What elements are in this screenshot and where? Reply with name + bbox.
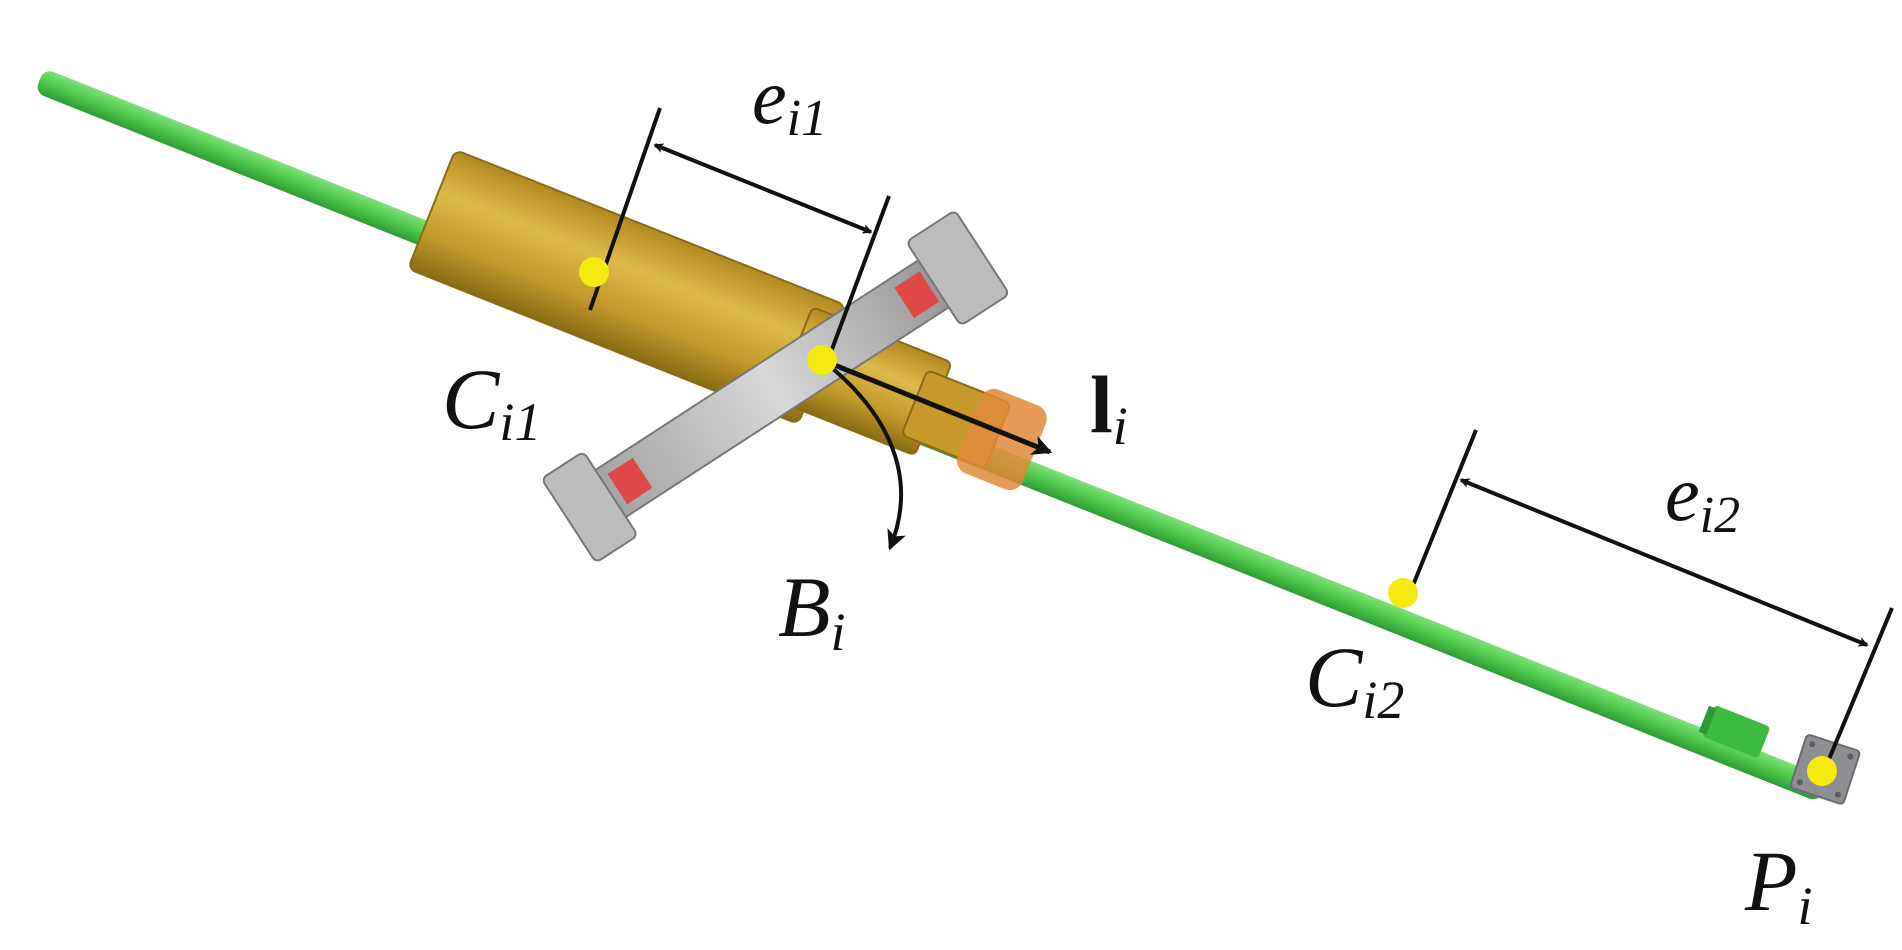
- label-e2: ei2: [1665, 450, 1740, 544]
- label-l: li: [1090, 359, 1128, 456]
- label-p: Pi: [1744, 833, 1813, 936]
- label-c2: Ci2: [1305, 629, 1404, 730]
- rotation-arrow: [820, 358, 906, 551]
- point-b: [807, 345, 837, 375]
- point-c2: [1388, 578, 1418, 608]
- point-c1: [579, 257, 609, 287]
- label-c1: Ci1: [442, 351, 541, 452]
- dimension-e2: [1403, 429, 1894, 777]
- point-p: [1807, 756, 1837, 786]
- direction-vector-arrow: [821, 357, 1053, 455]
- label-b: Bi: [778, 559, 846, 662]
- joint-ring: [542, 211, 1009, 562]
- label-e1: ei1: [752, 53, 827, 147]
- actuator-cylinder: [409, 151, 1047, 491]
- rod-end-fitting: [1698, 705, 1770, 758]
